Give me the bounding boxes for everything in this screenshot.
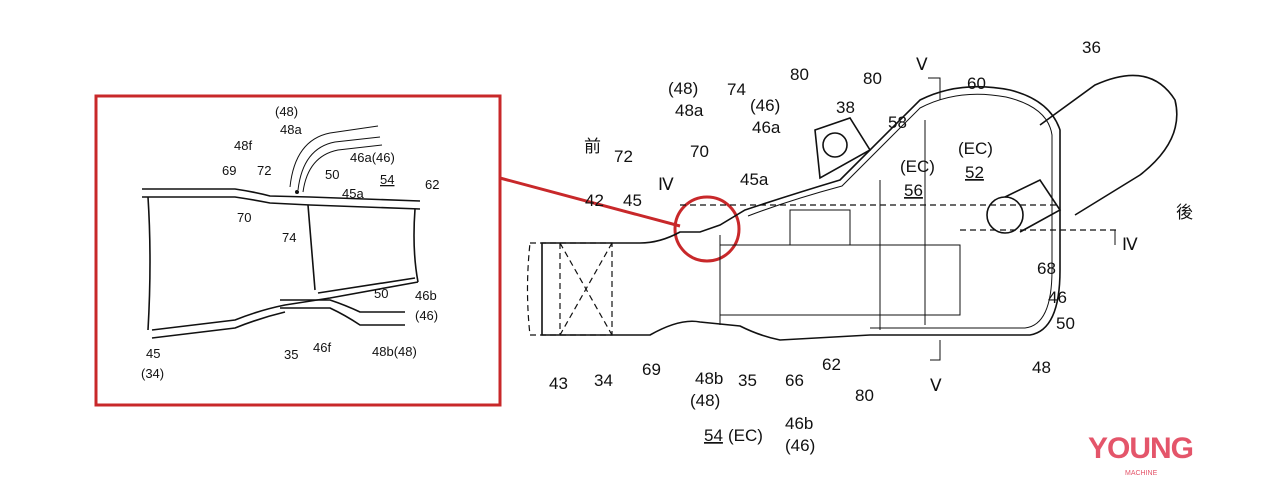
label: 43 <box>549 374 568 393</box>
inset-pipe-drawing <box>142 125 421 339</box>
label: 46 <box>1048 288 1067 307</box>
label: 50 <box>374 286 388 301</box>
label-front: 前 <box>584 137 601 156</box>
label: 54 <box>704 426 723 445</box>
label: (48) <box>275 104 298 119</box>
label: 36 <box>1082 38 1101 57</box>
label: 69 <box>222 163 236 178</box>
label: 68 <box>1037 259 1056 278</box>
label: 66 <box>785 371 804 390</box>
label-rear: 後 <box>1176 203 1193 222</box>
label: (EC) <box>958 139 993 158</box>
label: 58 <box>888 113 907 132</box>
label: (EC) <box>900 157 935 176</box>
label: 62 <box>425 177 439 192</box>
watermark-sub: MACHINE <box>1125 470 1158 477</box>
label: 35 <box>738 371 757 390</box>
label: 52 <box>965 163 984 182</box>
label: 56 <box>904 181 923 200</box>
label: (EC) <box>728 426 763 445</box>
label: 34 <box>594 371 613 390</box>
label: 45a <box>342 186 364 201</box>
label: 35 <box>284 347 298 362</box>
label: (46) <box>785 436 815 455</box>
label: (48) <box>690 391 720 410</box>
label: Ⅴ <box>916 55 928 74</box>
label: 48b <box>695 369 723 388</box>
label: 48a <box>280 122 302 137</box>
label: 69 <box>642 360 661 379</box>
label: 48f <box>234 138 252 153</box>
label: 62 <box>822 355 841 374</box>
label: 70 <box>690 142 709 161</box>
label: 72 <box>257 163 271 178</box>
muffler-drawing <box>526 74 1178 361</box>
label: Ⅴ <box>930 376 942 395</box>
label: 48 <box>1032 358 1051 377</box>
label: 42 <box>585 191 604 210</box>
label: 45a <box>740 170 769 189</box>
label: (48) <box>668 79 698 98</box>
label: (34) <box>141 366 164 381</box>
label: 50 <box>325 167 339 182</box>
label: 80 <box>855 386 874 405</box>
label: 46f <box>313 340 331 355</box>
label: (46) <box>750 96 780 115</box>
label: 48a <box>675 101 704 120</box>
label: 46b <box>415 288 437 303</box>
label: 50 <box>1056 314 1075 333</box>
label: 46b <box>785 414 813 433</box>
label: 60 <box>967 74 986 93</box>
label: 38 <box>836 98 855 117</box>
label: 46a <box>752 118 781 137</box>
label: 80 <box>790 65 809 84</box>
label: 70 <box>237 210 251 225</box>
label: 72 <box>614 147 633 166</box>
callout-line <box>499 176 681 228</box>
label: 80 <box>863 69 882 88</box>
watermark-logo: YOUNG <box>1088 432 1193 465</box>
main-labels: 前 後 72 42 45 Ⅳ 70 (48) 48a 74 (46) 46a 4… <box>549 38 1193 455</box>
label: 74 <box>727 80 746 99</box>
label: 46a(46) <box>350 150 395 165</box>
label: 54 <box>380 172 394 187</box>
label: (46) <box>415 308 438 323</box>
label: 48b(48) <box>372 344 417 359</box>
detail-circle <box>673 195 741 263</box>
detail-inset-frame <box>94 94 502 407</box>
label: Ⅳ <box>658 175 674 194</box>
label: 74 <box>282 230 296 245</box>
inset-labels: (48) 48a 48f 46a(46) 69 72 50 54 62 45a … <box>141 104 439 381</box>
label: Ⅳ <box>1122 235 1138 254</box>
label: 45 <box>623 191 642 210</box>
label: 45 <box>146 346 160 361</box>
